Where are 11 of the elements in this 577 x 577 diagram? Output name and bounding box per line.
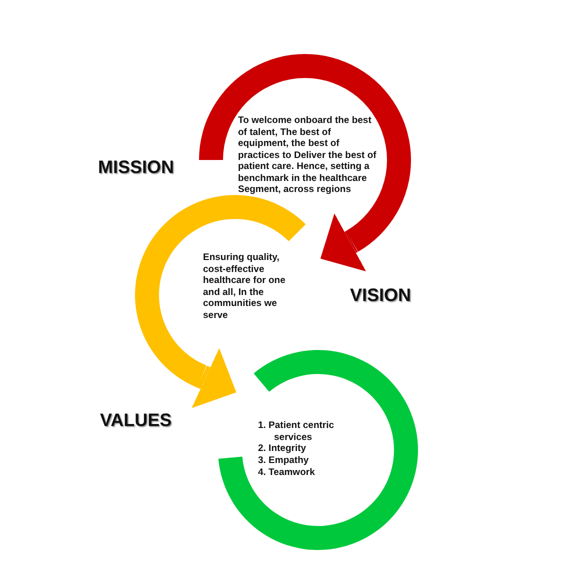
heading: VISION (350, 285, 412, 306)
list-item: 3. Empathy (258, 455, 310, 466)
heading: VALUES (100, 410, 172, 431)
statement-text: To welcome onboard the best of talent, The best of equipment, the best of practices to Deliver the best of patient care. Hence, setting a benchmark in the healthcare Segment, across regions (238, 115, 378, 196)
list-item: 2. Integrity (258, 443, 308, 454)
heading: MISSION (98, 157, 174, 178)
statement-text: Ensuring quality, cost-effective healthcare for one and all, In the communities we serve (203, 252, 286, 321)
list-item: 1. Patient centric services (258, 420, 336, 443)
arrow (192, 348, 236, 408)
arrow (320, 213, 366, 272)
list-item: 4. Teamwork (258, 467, 316, 478)
